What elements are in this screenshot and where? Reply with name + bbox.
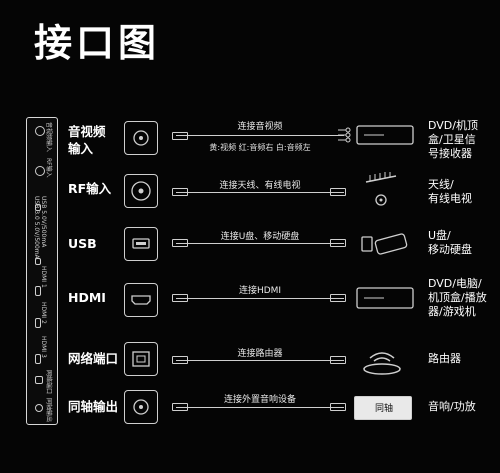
panel-av-port [35, 126, 45, 136]
hdmi-plug-left [172, 294, 188, 302]
port-label-hdmi: HDMI [68, 290, 106, 305]
lan-plug-right [330, 356, 346, 364]
device-label-coax: 音响/功放 [428, 400, 476, 413]
port-label-lan: 网络端口 [68, 351, 119, 366]
cable-label-hdmi: 连接HDMI [238, 286, 282, 296]
usb-jack-icon [124, 227, 158, 261]
port-label-usb: USB [68, 236, 97, 251]
coax-plug-left [172, 403, 188, 411]
coax-cable [176, 407, 344, 408]
panel-coax-port [35, 404, 43, 412]
port-label-coax: 同轴输出 [68, 399, 119, 414]
amplifier-icon: 同轴 [354, 396, 412, 420]
rf-cable [176, 192, 344, 193]
device-label-usb: U盘/ 移动硬盘 [428, 229, 472, 256]
usb-plug-right [330, 239, 346, 247]
usb-cable [176, 243, 344, 244]
row-coax: 同轴输出 连接外置音响设备 同轴 音响/功放 [0, 388, 500, 444]
antenna-icon [365, 172, 397, 206]
row-usb: USB 连接U盘、移动硬盘 U盘/ 移动硬盘 [0, 227, 500, 283]
row-hdmi: HDMI 连接HDMI DVD/电脑/ 机顶盒/播放 器/游戏机 [0, 277, 500, 337]
row-av: 音视频 输入 连接音视频 黄:视频 红:音频右 白:音频左 DVD/机顶 盒/卫… [0, 117, 500, 173]
amplifier-label: 同轴 [375, 404, 394, 414]
cable-label-coax: 连接外置音响设备 [223, 395, 296, 405]
av-cable [176, 135, 344, 136]
usb-plug-left [172, 239, 188, 247]
device-label-hdmi: DVD/电脑/ 机顶盒/播放 器/游戏机 [428, 277, 487, 318]
device-label-av: DVD/机顶 盒/卫星信 号接收器 [428, 119, 478, 160]
tv-side-panel: 音视频输入 RF输入 USB 5.0V/500mA USB 3.0 5.0V/5… [26, 117, 58, 425]
rf-jack-icon [124, 174, 158, 208]
port-label-rf: RF输入 [68, 181, 112, 196]
router-icon [363, 352, 401, 375]
rf-plug-right [330, 188, 346, 196]
av-jack-icon [124, 121, 158, 155]
panel-hdmi1-port [35, 286, 41, 296]
page-title: 接口图 [34, 21, 161, 65]
lan-cable [176, 360, 344, 361]
coax-jack-icon [124, 390, 158, 424]
device-label-rf: 天线/ 有线电视 [428, 178, 472, 205]
panel-usb-port [35, 204, 41, 211]
dvd-player-icon [356, 125, 414, 145]
device-label-lan: 路由器 [428, 352, 461, 365]
hdmi-plug-right [330, 294, 346, 302]
usb-drive-icon [361, 233, 408, 255]
cable-label-av: 连接音视频 [237, 122, 283, 132]
cable-label-rf: 连接天线、有线电视 [219, 181, 301, 191]
av-color-legend: 黄:视频 红:音频右 白:音频左 [209, 143, 311, 152]
lan-jack-icon [124, 342, 158, 376]
rf-plug-left [172, 188, 188, 196]
panel-hdmi2-port [35, 318, 41, 328]
av-rca-plugs-icon [338, 127, 351, 143]
panel-hdmi3-port [35, 354, 41, 364]
dvd-player-hdmi-icon [356, 287, 414, 309]
cable-label-usb: 连接U盘、移动硬盘 [220, 232, 300, 242]
panel-lan-port [35, 376, 43, 384]
row-lan: 网络端口 连接路由器 路由器 [0, 340, 500, 396]
port-label-av: 音视频 输入 [68, 124, 106, 156]
row-rf: RF输入 连接天线、有线电视 天线/ 有线电视 [0, 170, 500, 226]
coax-plug-right [330, 403, 346, 411]
av-plug-left [172, 132, 188, 140]
hdmi-cable [176, 298, 344, 299]
hdmi-jack-icon [124, 283, 158, 317]
cable-label-lan: 连接路由器 [237, 349, 283, 359]
panel-usb3-port [35, 258, 41, 265]
panel-rf-port [35, 166, 45, 176]
lan-plug-left [172, 356, 188, 364]
